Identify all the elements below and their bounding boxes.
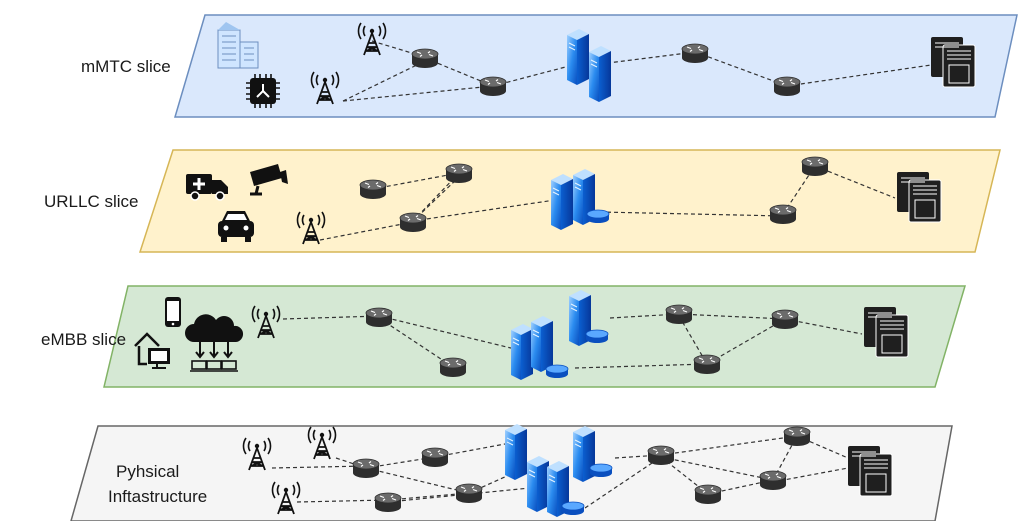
router-icon	[771, 309, 799, 330]
mmtc-links	[342, 40, 939, 102]
router-icon	[455, 483, 483, 504]
edge-server-icon	[504, 423, 528, 481]
layer-urllc: URLLC slice	[44, 149, 1001, 253]
router-icon	[665, 304, 693, 325]
router-icon	[479, 76, 507, 97]
router-icon	[783, 426, 811, 447]
ambulance-icon	[186, 174, 228, 201]
layer-urllc-label: URLLC slice	[44, 192, 138, 211]
router-icon	[693, 354, 721, 375]
iot-chip-icon	[246, 74, 280, 108]
buildings-icon	[217, 22, 259, 69]
router-icon	[439, 357, 467, 378]
layer-physical-label-line2: Inftastructure	[108, 487, 207, 506]
car-icon	[218, 211, 254, 242]
router-icon	[694, 484, 722, 505]
router-icon	[647, 445, 675, 466]
router-icon	[801, 156, 829, 177]
router-icon	[399, 212, 427, 233]
router-icon	[773, 76, 801, 97]
layer-physical: Pyhsical Inftastructure	[70, 423, 953, 521]
home-computer-icon	[134, 332, 170, 369]
router-icon	[421, 447, 449, 468]
router-icon	[769, 204, 797, 225]
router-icon	[359, 179, 387, 200]
router-icon	[445, 163, 473, 184]
layer-mmtc-label: mMTC slice	[81, 57, 171, 76]
router-icon	[681, 43, 709, 64]
router-icon	[352, 458, 380, 479]
layer-embb: eMBB slice	[41, 285, 967, 388]
cloud-network-icon	[185, 314, 244, 372]
router-icon	[365, 307, 393, 328]
layer-embb-label: eMBB slice	[41, 330, 126, 349]
layer-mmtc: mMTC slice	[81, 14, 1018, 118]
router-icon	[759, 470, 787, 491]
layer-physical-label-line1: Pyhsical	[116, 462, 179, 481]
smartphone-icon	[165, 297, 181, 327]
router-icon	[411, 48, 439, 69]
router-icon	[374, 492, 402, 513]
camera-icon	[250, 164, 288, 196]
